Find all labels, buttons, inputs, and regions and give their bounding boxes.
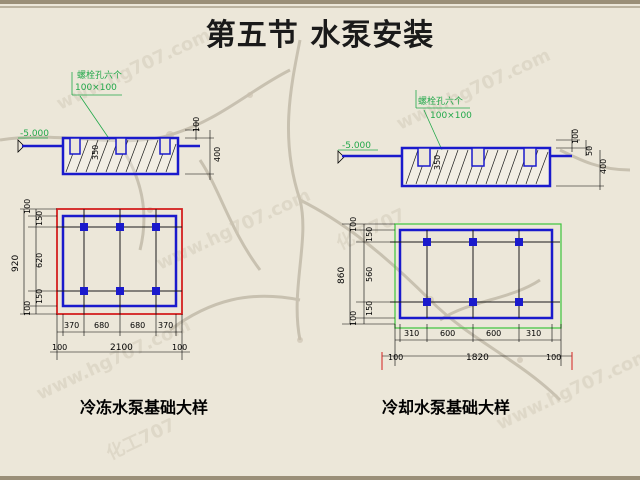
slide-title: 第五节 水泵安装 [205,18,435,53]
right-elevation: -5.000 [342,141,371,151]
left-dim-left-5: 100 [23,301,32,316]
right-dim-inner: 350 [433,155,442,170]
right-section-view: 螺栓孔六个 100×100 -5.000 350 100 50 400 [337,90,608,190]
right-dim-bottom-3: 600 [486,329,501,338]
right-dim-outer-right: 100 [546,353,561,362]
left-dim-right-total: 400 [213,147,222,162]
left-pump-foundation-drawing: 螺栓孔六个 100×100 -5.000 350 100 [11,69,222,360]
right-dim-right-mid: 50 [585,146,594,156]
right-bolt-note-line1: 螺栓孔六个 [418,95,463,107]
left-dim-outer-right: 100 [172,343,187,352]
top-border-pattern [0,0,640,8]
left-dim-bottom-1: 370 [64,321,79,330]
left-bolt-note-line2: 100×100 [75,83,117,93]
right-dim-left-2: 150 [365,227,374,242]
right-pump-foundation-drawing: 螺栓孔六个 100×100 -5.000 350 100 50 400 [337,90,608,370]
right-dim-right-total: 400 [599,159,608,174]
right-plan-view: 100 150 560 150 100 860 310 600 600 310 … [337,217,573,370]
right-dim-left-3: 560 [365,267,374,282]
left-dim-left-4: 150 [35,289,44,304]
left-dim-right-top: 100 [192,117,201,132]
right-bolt-note-line2: 100×100 [430,111,472,121]
right-dim-left-total: 860 [337,267,347,284]
left-dim-bottom-total: 2100 [110,343,133,353]
left-dim-left-2: 150 [35,211,44,226]
right-dim-right-top: 100 [571,129,580,144]
left-elevation: -5.000 [20,129,49,139]
left-dim-outer-left: 100 [52,343,67,352]
left-dim-left-3: 620 [35,253,44,268]
left-dim-bottom-4: 370 [158,321,173,330]
right-caption: 冷却水泵基础大样 [382,398,511,417]
right-dim-left-4: 150 [365,301,374,316]
right-dim-bottom-total: 1820 [466,353,489,363]
right-dim-bottom-1: 310 [404,329,419,338]
left-section-view: 螺栓孔六个 100×100 -5.000 350 100 [17,69,222,180]
left-dim-bottom-2: 680 [94,321,109,330]
left-caption: 冷冻水泵基础大样 [80,398,209,417]
left-dim-bottom-3: 680 [130,321,145,330]
right-dim-bottom-4: 310 [526,329,541,338]
right-dim-bottom-2: 600 [440,329,455,338]
left-dim-left-1: 100 [23,199,32,214]
left-dim-inner: 350 [91,145,100,160]
right-dim-outer-left: 100 [388,353,403,362]
left-plan-view: 100 150 620 150 100 920 370 680 680 370 … [11,199,190,360]
right-dim-left-1: 100 [349,217,358,232]
left-dim-left-total: 920 [11,255,21,272]
left-bolt-note-line1: 螺栓孔六个 [77,69,122,81]
right-dim-left-5: 100 [349,311,358,326]
bottom-border-pattern [0,476,640,480]
